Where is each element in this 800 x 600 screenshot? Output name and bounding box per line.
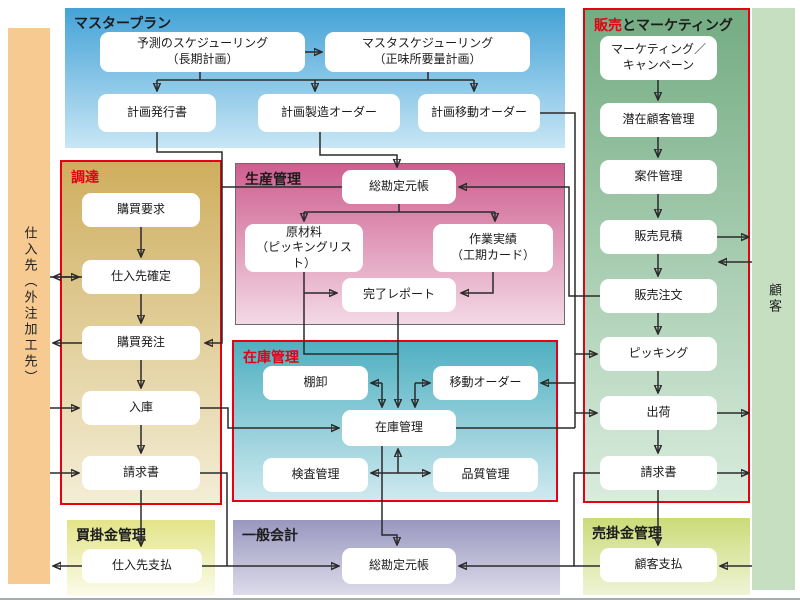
master-plan-label: マスタープラン (74, 16, 172, 32)
node-stocktaking: 棚卸 (263, 366, 368, 400)
node-transfer-order: 移動オーダー (433, 366, 538, 400)
customer-strip-label: 顧客 (766, 283, 781, 315)
sales-marketing-label-rest: とマーケティング (622, 18, 733, 34)
supplier-strip-label: 仕入先（外注加工先） (21, 226, 37, 386)
node-production-general-ledger: 総勘定元帳 (342, 170, 456, 204)
general-accounting-label: 一般会計 (242, 528, 298, 544)
node-ga-general-ledger: 総勘定元帳 (342, 548, 456, 584)
supplier-strip: 仕入先（外注加工先） (8, 28, 50, 584)
production-label: 生産管理 (245, 172, 301, 188)
accounts-receivable-label: 売掛金管理 (592, 526, 662, 542)
node-sales-quote: 販売見積 (600, 220, 717, 254)
node-raw-materials: 原材料 （ピッキングリスト） (245, 224, 363, 272)
customer-strip: 顧客 (752, 8, 795, 590)
node-plan-transfer-order: 計画移動オーダー (418, 94, 540, 132)
node-sales-order: 販売注文 (600, 279, 717, 313)
bottom-edge-rule (0, 598, 800, 600)
node-customer-payment: 顧客支払 (600, 548, 717, 582)
node-work-results: 作業実績 （工期カード） (433, 224, 553, 272)
node-shipping: 出荷 (600, 396, 717, 430)
procurement-label: 調達 (71, 170, 99, 186)
node-completion-report: 完了レポート (342, 278, 456, 312)
node-plan-issue: 計画発行書 (98, 94, 216, 132)
sales-marketing-label-red: 販売 (594, 18, 622, 34)
node-lead-mgmt: 潜在顧客管理 (600, 103, 717, 137)
node-inventory-mgmt: 在庫管理 (342, 410, 456, 446)
node-inspection-mgmt: 検査管理 (263, 458, 368, 492)
node-receiving: 入庫 (82, 391, 200, 425)
node-procurement-invoice: 請求書 (82, 456, 200, 490)
node-opportunity-mgmt: 案件管理 (600, 160, 717, 194)
node-supplier-payment: 仕入先支払 (82, 549, 202, 583)
node-marketing-campaign: マーケティング／ キャンペーン (600, 36, 717, 80)
node-supplier-confirm: 仕入先確定 (82, 260, 200, 294)
node-master-scheduling: マスタスケジューリング （正味所要量計画） (325, 32, 530, 72)
node-quality-mgmt: 品質管理 (433, 458, 538, 492)
node-purchase-order: 購買発注 (82, 326, 200, 360)
node-purchase-request: 購買要求 (82, 193, 200, 227)
sales-marketing-label: 販売とマーケティング (594, 15, 733, 35)
inventory-label: 在庫管理 (243, 350, 299, 366)
node-picking: ピッキング (600, 337, 717, 371)
node-sales-invoice: 請求書 (600, 456, 717, 490)
node-forecast-scheduling: 予測のスケジューリング （長期計画） (100, 32, 305, 72)
accounts-payable-label: 買掛金管理 (76, 528, 146, 544)
node-plan-production-order: 計画製造オーダー (258, 94, 400, 132)
